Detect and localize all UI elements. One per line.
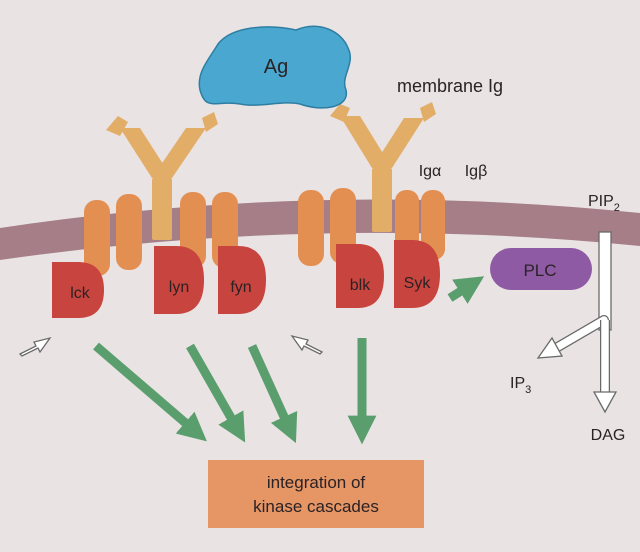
membrane-ig-right: [330, 102, 436, 232]
arrow-syk-to-plc: [447, 276, 485, 304]
integration-line-2: kinase cascades: [253, 497, 379, 516]
open-arrows: [18, 334, 324, 357]
antigen-label: Ag: [264, 56, 288, 78]
fyn-kinase: [218, 246, 266, 314]
ig-alpha-label: Igα: [419, 163, 442, 180]
green-arrows: [93, 276, 485, 445]
lck-kinase: [52, 262, 104, 318]
arrow-lck-to-integration: [93, 342, 207, 442]
dag-label: DAG: [591, 427, 626, 444]
arrow-fyn-to-integration: [247, 344, 298, 444]
kinase-shapes: [52, 240, 440, 318]
blk-kinase: [336, 244, 384, 308]
arrow-into-blk: [290, 334, 324, 355]
fyn-label: fyn: [230, 279, 251, 296]
pip2-label: PIP2: [588, 193, 620, 214]
pip2-arrows: [536, 231, 618, 414]
membrane-ig-label: membrane Ig: [397, 76, 503, 96]
membrane-ig-left: [106, 112, 218, 240]
ig-beta-label: Igβ: [465, 163, 488, 180]
blk-label: blk: [350, 277, 371, 294]
antigen: [198, 25, 351, 109]
lyn-kinase: [154, 246, 204, 314]
ip3-label: IP3: [510, 375, 531, 396]
arrow-into-lck: [18, 336, 52, 357]
lck-label: lck: [70, 285, 91, 302]
integration-line-1: integration of: [267, 473, 366, 492]
syk-kinase: [394, 240, 440, 308]
syk-label: Syk: [404, 275, 432, 292]
plc-enzyme: [490, 248, 592, 290]
arrow-lyn-to-integration: [186, 343, 246, 443]
plc-label: PLC: [523, 261, 556, 280]
integration-box: [208, 460, 424, 528]
lyn-label: lyn: [169, 279, 189, 296]
